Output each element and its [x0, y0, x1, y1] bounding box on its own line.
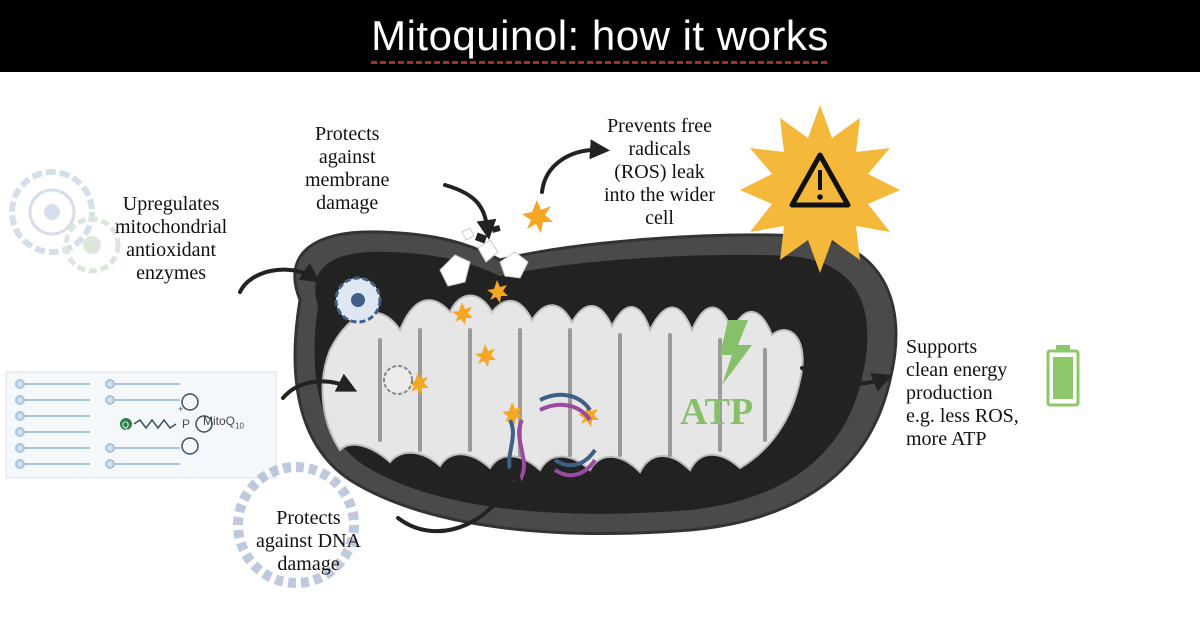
arrow-icon	[443, 183, 497, 240]
label-line: mitochondrial	[115, 216, 228, 238]
battery-icon	[1046, 345, 1080, 407]
label-line: production	[906, 382, 993, 404]
arrow-icon	[800, 366, 893, 392]
cristae	[321, 294, 804, 474]
mitoq-label: MitoQ10	[203, 414, 244, 430]
label-line: against DNA	[256, 530, 361, 552]
label-membrane: Protects against membrane damage	[305, 123, 389, 215]
label-line: Protects	[276, 507, 341, 529]
mitoq-subscript: 10	[235, 421, 244, 431]
membrane-molecule-panel: Q + P	[5, 371, 277, 479]
label-energy: Supports clean energy production e.g. le…	[906, 336, 1019, 451]
label-line: Prevents free	[607, 115, 713, 137]
warning-icon	[740, 105, 900, 273]
q-marker-icon	[120, 418, 132, 430]
svg-text:P: P	[182, 417, 190, 431]
arrow-icon	[540, 139, 610, 194]
label-line: against	[318, 146, 376, 168]
label-dna: Protects against DNA damage	[256, 507, 361, 576]
label-line: cell	[645, 207, 674, 229]
enzyme-icon	[334, 276, 413, 395]
enzyme-background-icon	[9, 169, 121, 274]
label-enzymes: Upregulates mitochondrial antioxidant en…	[115, 193, 227, 285]
label-line: antioxidant	[126, 239, 217, 261]
label-line: enzymes	[136, 262, 207, 284]
label-line: e.g. less ROS,	[906, 405, 1019, 427]
mitoq-name: MitoQ	[203, 414, 236, 428]
arrow-icon	[238, 263, 321, 294]
arrow-icon	[281, 373, 358, 400]
label-line: Upregulates	[122, 193, 220, 215]
svg-text:Q: Q	[122, 420, 129, 430]
label-line: membrane	[305, 169, 390, 191]
label-line: radicals	[628, 138, 691, 160]
mitochondrion	[293, 225, 898, 535]
arrow-icon	[396, 460, 522, 534]
label-line: more ATP	[906, 428, 987, 450]
diagram-canvas: Q + P	[5, 105, 1080, 588]
arrows	[238, 139, 893, 534]
label-line: (ROS) leak	[614, 161, 705, 183]
page-title: Mitoquinol: how it works	[371, 12, 829, 64]
lightning-icon	[720, 320, 752, 385]
dna-ring-icon	[233, 462, 359, 588]
label-line: damage	[277, 553, 340, 575]
atp-label: ATP	[680, 391, 754, 433]
title-bar: Mitoquinol: how it works	[0, 0, 1200, 72]
label-line: clean energy	[906, 359, 1008, 381]
label-line: into the wider	[604, 184, 716, 206]
label-line: Supports	[906, 336, 978, 358]
label-line: damage	[316, 192, 379, 214]
label-ros: Prevents free radicals (ROS) leak into t…	[604, 115, 715, 230]
label-line: Protects	[314, 123, 380, 145]
svg-text:+: +	[178, 404, 183, 414]
